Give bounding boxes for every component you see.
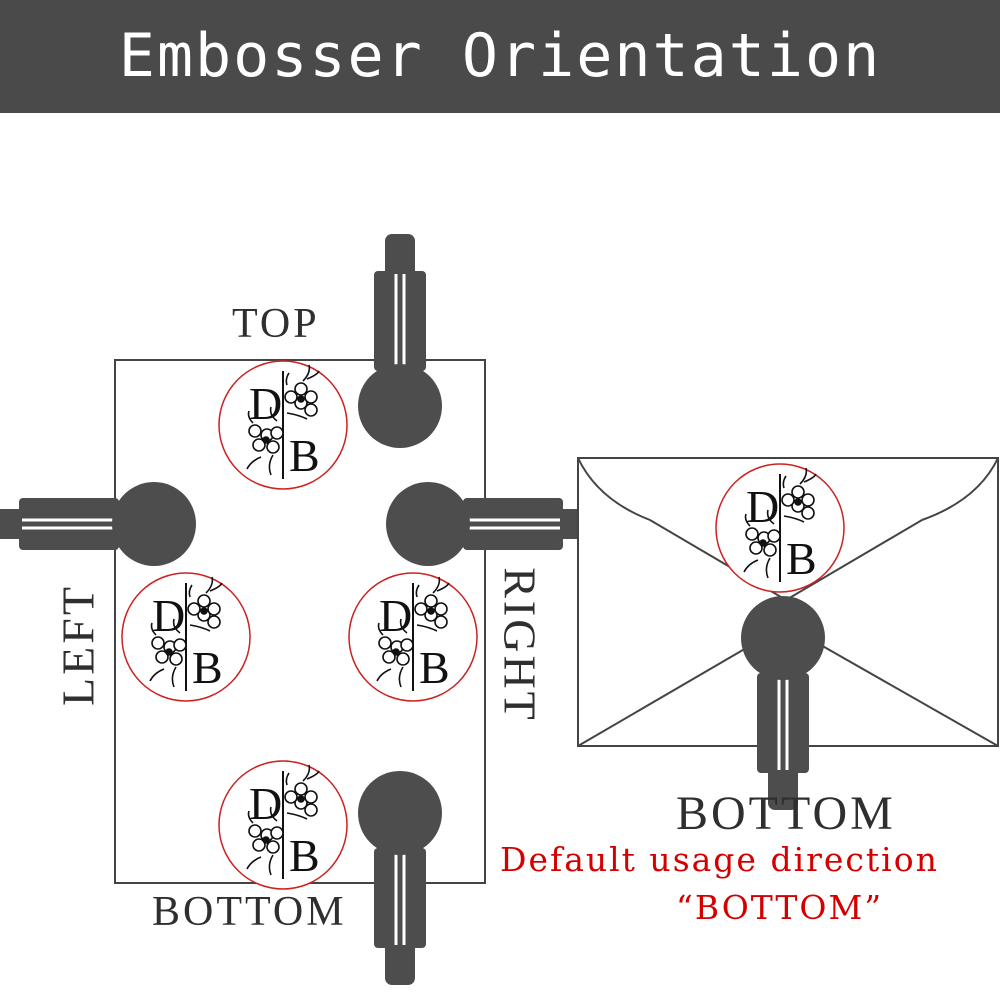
default-direction-value: “BOTTOM” xyxy=(676,888,884,927)
seal-letter-1-envelope: D xyxy=(746,481,779,532)
embosser-right xyxy=(384,480,602,568)
embosser-left xyxy=(0,480,198,568)
embosser-top xyxy=(356,232,444,450)
label-bottom-sheet: BOTTOM xyxy=(152,889,347,935)
seal-top xyxy=(218,360,348,490)
seal-envelope xyxy=(715,463,845,593)
seal-letter-1-top: D xyxy=(249,378,282,429)
seal-letter-2-right: B xyxy=(419,642,450,693)
seal-letter-1-bottom: D xyxy=(249,778,282,829)
default-direction-note: Default usage direction xyxy=(500,840,939,879)
label-left: LEFT xyxy=(52,584,104,706)
seal-letter-2-left: B xyxy=(192,642,223,693)
label-top: TOP xyxy=(232,301,320,347)
seal-letter-1-left: D xyxy=(152,590,185,641)
seal-bottom xyxy=(218,760,348,890)
seal-left xyxy=(121,572,251,702)
seal-letter-2-envelope: B xyxy=(786,533,817,584)
label-bottom-envelope: BOTTOM xyxy=(676,787,896,840)
label-right: RIGHT xyxy=(494,567,546,723)
seal-letter-2-top: B xyxy=(289,430,320,481)
seal-letter-1-right: D xyxy=(379,590,412,641)
page-title: Embosser Orientation xyxy=(0,0,1000,113)
seal-letter-2-bottom: B xyxy=(289,830,320,881)
seal-right xyxy=(348,572,478,702)
